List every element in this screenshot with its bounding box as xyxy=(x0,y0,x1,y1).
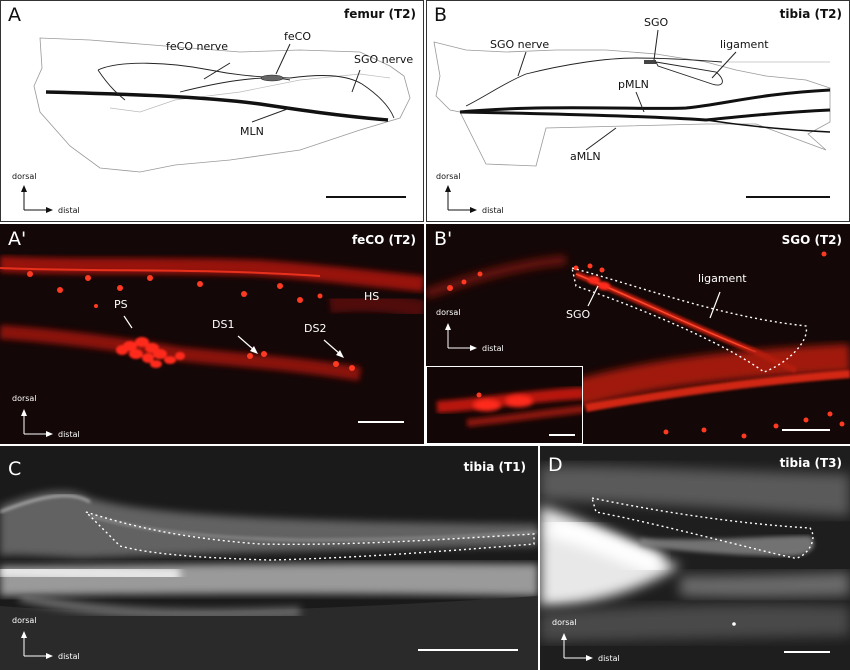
panel-a-prime: A' feCO (T2) PS HS DS1 DS2 dorsal distal xyxy=(0,224,424,444)
axis-dorsal: dorsal xyxy=(12,172,37,181)
panel-letter: B' xyxy=(434,228,453,250)
panel-d: D tibia (T3) dorsal distal xyxy=(540,446,850,670)
label-hs: HS xyxy=(364,290,380,303)
panel-letter: D xyxy=(548,454,563,476)
sgo-fluorescence-image xyxy=(426,251,850,439)
panel-title: femur (T2) xyxy=(343,7,416,21)
axis-dorsal: dorsal xyxy=(12,394,37,403)
panel-a: A femur (T2) feCO nerve feCO SGO nerve M… xyxy=(0,0,424,222)
panel-b-prime: B' SGO (T2) SGO ligament dorsal distal xyxy=(426,224,850,444)
tibia-t3-grayscale-image xyxy=(540,465,850,661)
label-sgo-nerve: SGO nerve xyxy=(354,53,414,66)
panel-letter: A xyxy=(8,4,21,26)
panel-c: C tibia (T1) dorsal distal xyxy=(0,446,538,670)
panel-title: tibia (T3) xyxy=(779,456,842,470)
axis-distal: distal xyxy=(58,206,80,215)
femur-line-drawing xyxy=(0,0,424,222)
label-sgo-nerve: SGO nerve xyxy=(490,38,550,51)
axis-dorsal: dorsal xyxy=(436,308,461,317)
axis-distal: distal xyxy=(58,652,80,661)
label-ds1: DS1 xyxy=(212,318,235,331)
inset-image xyxy=(436,387,582,436)
label-ligament: ligament xyxy=(698,272,747,285)
label-ds2: DS2 xyxy=(304,322,327,335)
panel-letter: C xyxy=(8,458,22,480)
panel-title: tibia (T1) xyxy=(463,460,526,474)
panel-title: tibia (T2) xyxy=(779,7,842,21)
label-pmln: pMLN xyxy=(618,78,649,91)
label-ligament: ligament xyxy=(720,38,769,51)
label-sgo: SGO xyxy=(644,16,669,29)
axis-distal: distal xyxy=(598,654,620,663)
label-mln: MLN xyxy=(240,125,264,138)
label-amln: aMLN xyxy=(570,150,601,163)
tibia-line-drawing xyxy=(426,0,850,222)
inset-magnified-sgo xyxy=(426,366,583,444)
panel-title: feCO (T2) xyxy=(351,233,416,247)
axis-dorsal: dorsal xyxy=(12,616,37,625)
axis-distal: distal xyxy=(482,344,504,353)
axis-dorsal: dorsal xyxy=(552,618,577,627)
tibia-t1-grayscale-image xyxy=(0,491,538,670)
label-ps: PS xyxy=(114,298,128,311)
feco-fluorescence-image xyxy=(0,256,424,437)
panel-letter: A' xyxy=(8,228,27,250)
axis-distal: distal xyxy=(58,430,80,439)
panel-letter: B xyxy=(434,4,448,26)
axis-dorsal: dorsal xyxy=(436,172,461,181)
panel-title: SGO (T2) xyxy=(781,233,842,247)
axis-distal: distal xyxy=(482,206,504,215)
label-sgo: SGO xyxy=(566,308,591,321)
panel-b: B tibia (T2) SGO SGO nerve ligament pMLN… xyxy=(426,0,850,222)
label-feco-nerve: feCO nerve xyxy=(166,40,229,53)
label-feco: feCO xyxy=(284,30,311,43)
